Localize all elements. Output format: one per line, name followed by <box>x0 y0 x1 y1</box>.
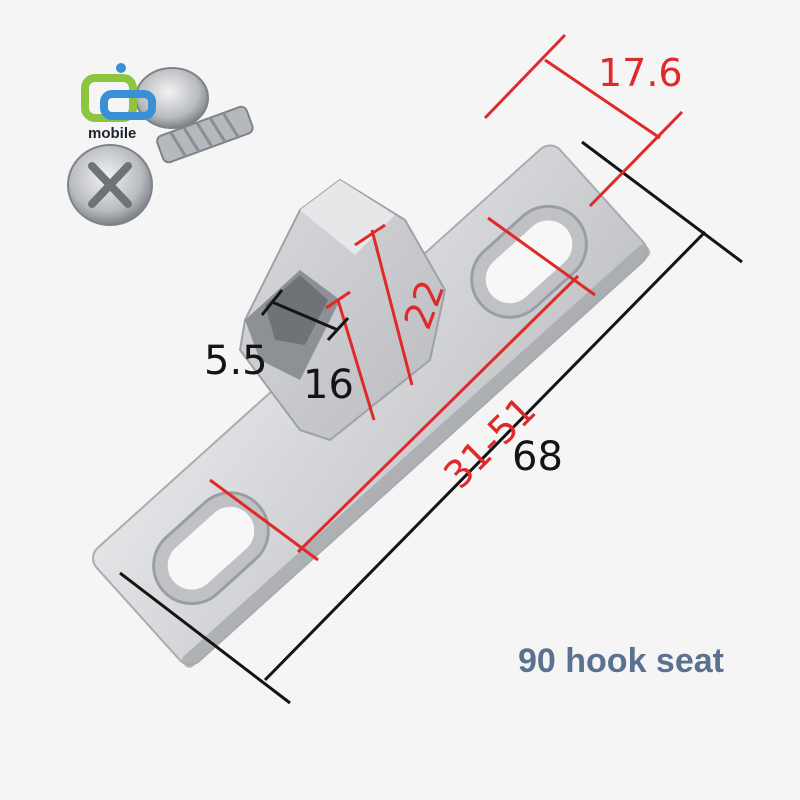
dimension-slot-gap <box>260 289 350 342</box>
brand-logo: mobile <box>81 63 156 142</box>
dimension-overall-length <box>119 140 743 705</box>
label-width: 17.6 <box>598 51 683 95</box>
slot-hole-upper <box>470 204 588 319</box>
product-caption: 90 hook seat <box>518 642 724 680</box>
logo-text: mobile <box>88 125 136 142</box>
label-inner-height: 16 <box>303 362 354 408</box>
dimension-inner-height <box>325 290 376 421</box>
slot-hole-lower <box>152 491 270 606</box>
dimension-hole-spacing <box>209 216 596 562</box>
dimension-hook-height <box>354 223 414 386</box>
dimension-width <box>483 33 684 208</box>
label-overall-length: 68 <box>512 434 563 480</box>
screw <box>67 67 254 226</box>
label-slot-gap: 5.5 <box>204 338 268 384</box>
